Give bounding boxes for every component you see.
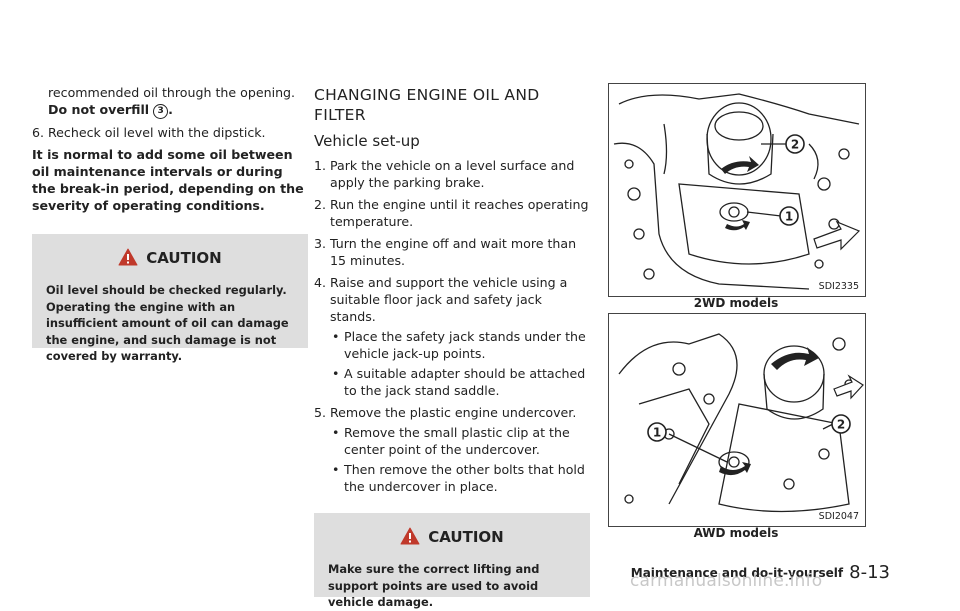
subsection-heading: Vehicle set-up xyxy=(314,132,420,150)
caution-box-left: CAUTION Oil level should be checked regu… xyxy=(32,234,308,363)
step-4-bullet: •A suitable adapter should be attached t… xyxy=(332,366,586,398)
warning-triangle-icon xyxy=(400,527,420,545)
engine-drawing-2wd: 2 1 xyxy=(613,93,861,290)
page-footer: Maintenance and do-it-yourself 8-13 xyxy=(631,562,890,583)
marker-3-icon: 3 xyxy=(153,104,169,119)
step-5-bullet: •Remove the small plastic clip at the ce… xyxy=(332,425,570,457)
footer-section: Maintenance and do-it-yourself xyxy=(630,566,844,580)
figure-id: SDI2047 xyxy=(818,511,859,522)
figure-2wd: 2 1 SDI2335 xyxy=(608,83,866,297)
caution-heading: CAUTION xyxy=(328,527,576,547)
step-5: 5.Remove the plastic engine undercover. xyxy=(314,405,577,420)
step-4: 4.Raise and support the vehicle using a … xyxy=(314,275,568,324)
engine-drawing-awd: 1 2 xyxy=(618,333,864,513)
middle-column: CHANGING ENGINE OIL AND FILTER Vehicle s… xyxy=(314,0,590,609)
caution-text: Make sure the correct lifting and suppor… xyxy=(328,562,540,609)
step-3: 3.Turn the engine off and wait more than… xyxy=(314,236,577,268)
step-1: 1.Park the vehicle on a level surface an… xyxy=(314,158,575,190)
figure-caption-awd: AWD models xyxy=(693,526,779,540)
left-column: recommended oil through the opening. Do … xyxy=(32,0,308,363)
page-number: 8-13 xyxy=(849,562,890,583)
figure-marker: 2 xyxy=(837,418,845,432)
watermark: carmanualsonline.info xyxy=(630,571,823,591)
figure-marker: 1 xyxy=(785,210,793,224)
caution-text: Oil level should be checked regularly. O… xyxy=(46,283,289,363)
section-heading: CHANGING ENGINE OIL AND FILTER xyxy=(314,86,540,124)
caution-heading: CAUTION xyxy=(46,248,294,268)
continued-line: recommended oil through the opening. xyxy=(48,85,296,100)
figure-id: SDI2335 xyxy=(818,281,859,292)
step-4-bullet: •Place the safety jack stands under the … xyxy=(332,329,586,361)
oil-note: It is normal to add some oil between oil… xyxy=(32,147,304,213)
figure-caption-2wd: 2WD models xyxy=(693,296,779,310)
step-6: 6. Recheck oil level with the dipstick. xyxy=(32,125,266,140)
figure-marker: 1 xyxy=(653,426,661,440)
warning-triangle-icon xyxy=(118,248,138,266)
step-5-bullet: •Then remove the other bolts that hold t… xyxy=(332,462,585,494)
figure-marker: 2 xyxy=(791,138,799,152)
caution-box-middle: CAUTION Make sure the correct lifting an… xyxy=(314,513,590,609)
step-2: 2.Run the engine until it reaches operat… xyxy=(314,197,589,229)
figure-awd: 1 2 SDI2047 xyxy=(608,313,866,527)
